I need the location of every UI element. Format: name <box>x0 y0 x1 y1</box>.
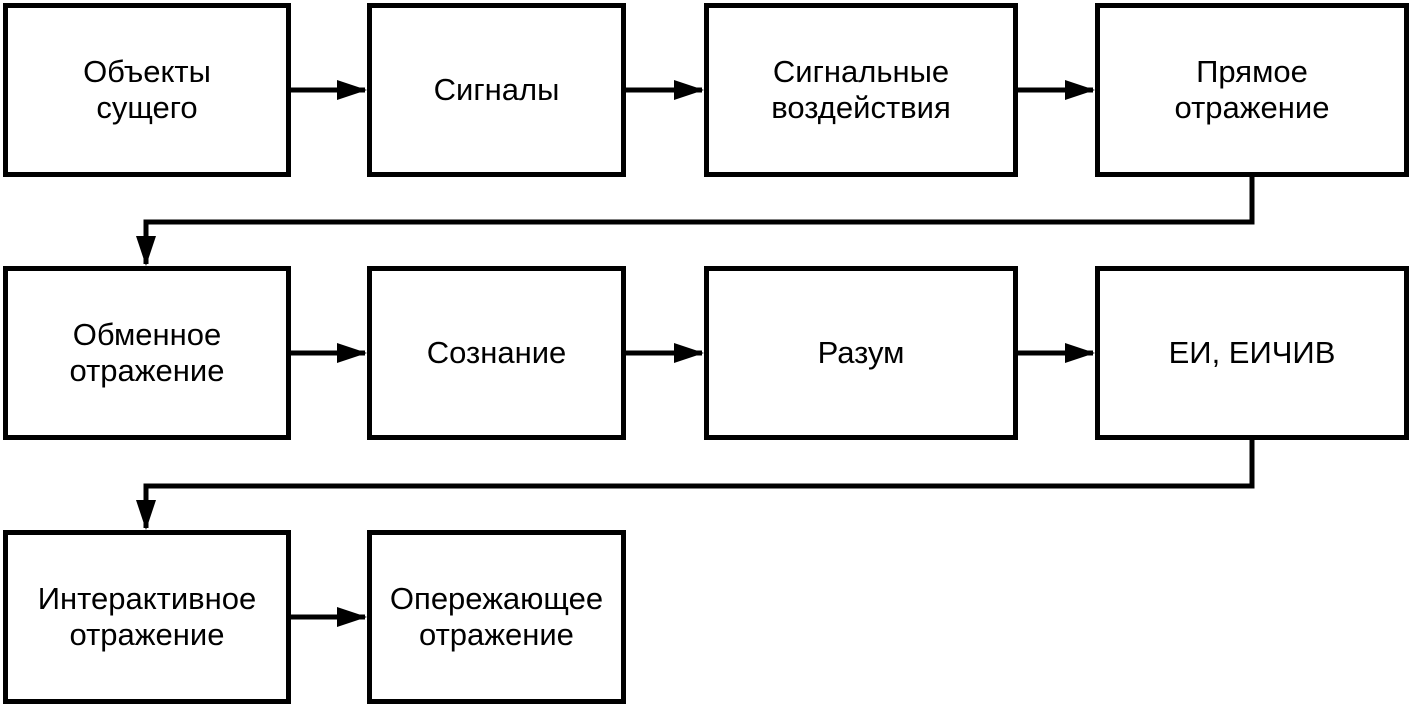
box-label-ei-eichiv: ЕИ, ЕИЧИВ <box>1168 335 1336 370</box>
box-direct-reflection: Прямое отражение <box>1095 3 1409 177</box>
box-signal-effects: Сигнальные воздействия <box>704 3 1018 177</box>
box-label-anticipatory-reflection: Опережающее отражение <box>389 581 604 652</box>
box-consciousness: Сознание <box>367 266 626 440</box>
box-label-direct-reflection: Прямое отражение <box>1174 54 1330 125</box>
box-label-signals: Сигналы <box>433 72 560 107</box>
box-exchange-reflection: Обменное отражение <box>3 266 291 440</box>
box-ei-eichiv: ЕИ, ЕИЧИВ <box>1095 266 1409 440</box>
box-label-mind: Разум <box>817 335 905 370</box>
box-label-consciousness: Сознание <box>426 335 567 370</box>
box-signals: Сигналы <box>367 3 626 177</box>
box-label-interactive-reflection: Интерактивное отражение <box>37 581 257 652</box>
box-objects: Объекты сущего <box>3 3 291 177</box>
box-label-signal-effects: Сигнальные воздействия <box>771 54 951 125</box>
box-mind: Разум <box>704 266 1018 440</box>
box-interactive-reflection: Интерактивное отражение <box>3 530 291 704</box>
arrow-direct-reflection-to-exchange-reflection <box>136 177 1255 266</box>
arrow-ei-eichiv-to-interactive-reflection <box>136 440 1255 530</box>
box-label-exchange-reflection: Обменное отражение <box>69 317 225 388</box>
box-label-objects: Объекты сущего <box>83 54 211 125</box>
box-anticipatory-reflection: Опережающее отражение <box>367 530 626 704</box>
